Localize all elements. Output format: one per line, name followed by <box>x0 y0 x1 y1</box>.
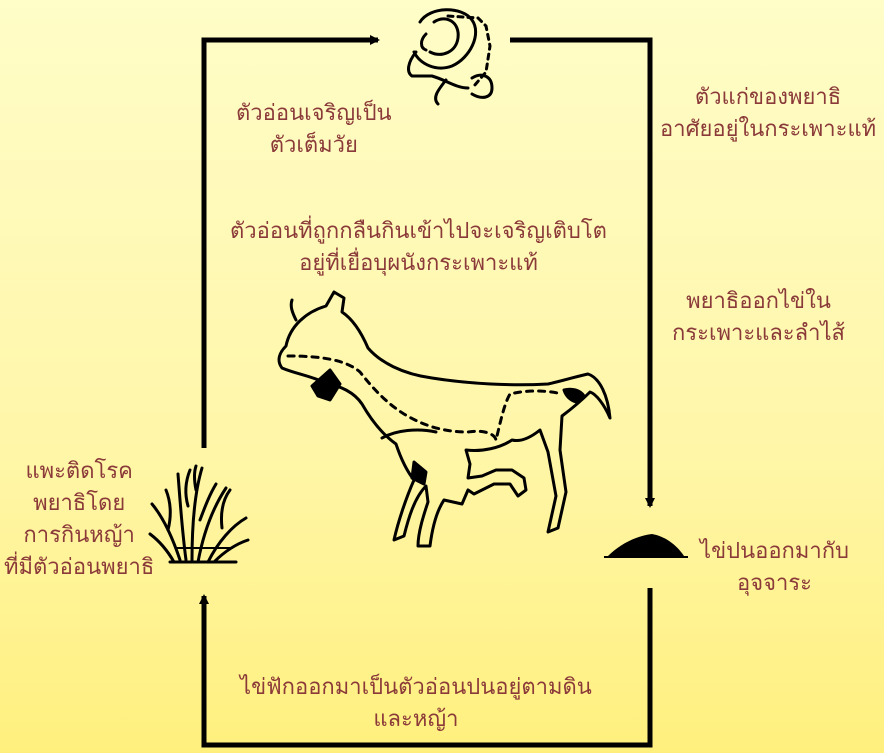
swallowed-larva-label: ตัวอ่อนที่ถูกกลืนกินเข้าไปจะเจริญเติบโต … <box>230 219 607 276</box>
hatch-label: ไข่ฟักออกมาเป็นตัวอ่อนปนอยู่ตามดิน และหญ… <box>240 675 592 732</box>
eggs-laid-label: พยาธิออกไข่ใน กระเพาะและลำไส้ <box>672 289 845 346</box>
goat-icon <box>277 290 612 548</box>
infection-label: แพะติดโรค พยาธิโดย การกินหญ้า ที่มีตัวอ่… <box>4 459 155 580</box>
adult-stomach-label: ตัวแก่ของพยาธิ อาศัยอยู่ในกระเพาะแท้ <box>660 85 877 142</box>
larva-to-adult-label: ตัวอ่อนเจริญเป็น ตัวเต็มวัย <box>236 101 392 158</box>
arrow-grass-to-worm <box>201 35 380 448</box>
eggs-feces-label: ไข่ปนออกมากับ อุจจาระ <box>700 539 849 596</box>
feces-pile-icon <box>608 534 684 556</box>
arrow-feces-to-grass <box>199 588 653 748</box>
arrow-worm-to-feces <box>510 37 655 508</box>
worm-icon <box>407 8 494 106</box>
grass-icon <box>148 464 250 564</box>
